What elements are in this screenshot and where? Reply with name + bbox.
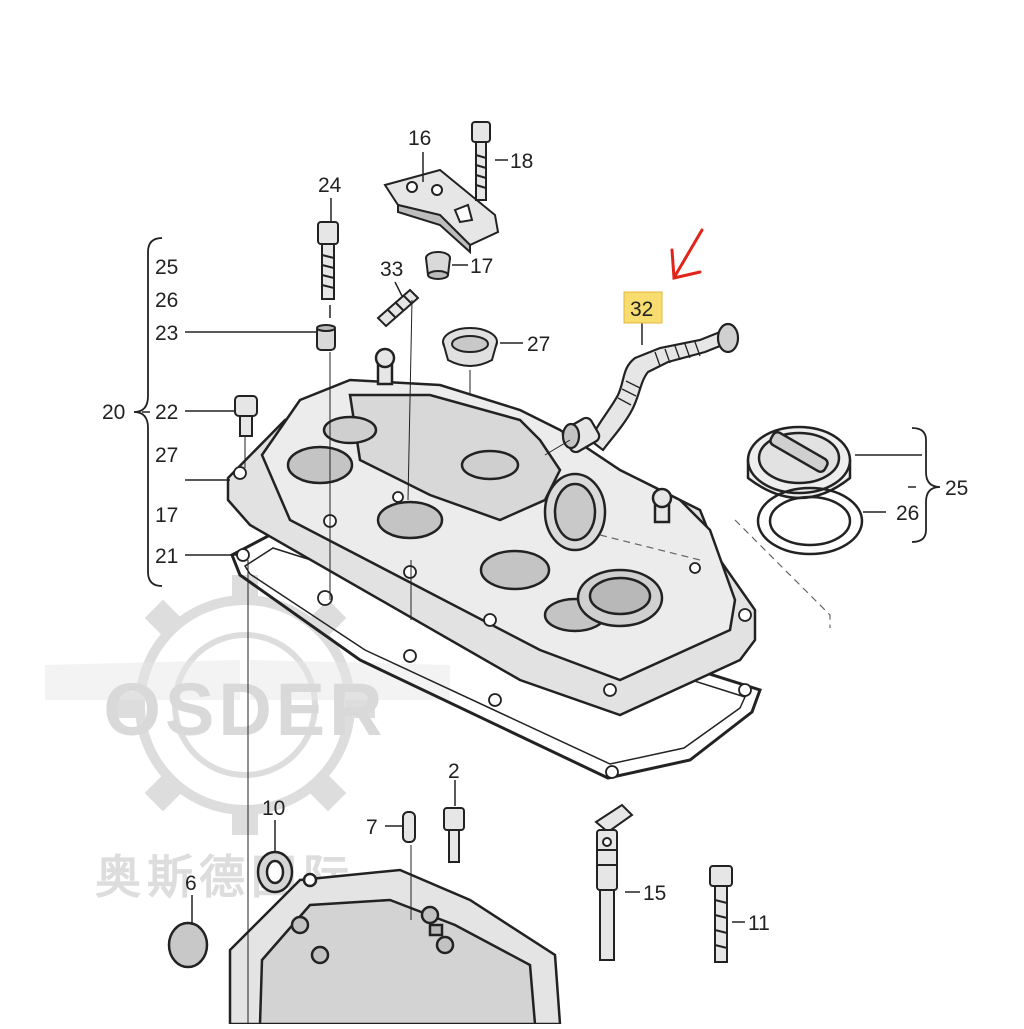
callout-25-right: 25 <box>945 477 968 500</box>
callout-15: 15 <box>643 882 666 905</box>
seal-part-27 <box>442 327 498 367</box>
grommet-part-17 <box>425 251 451 280</box>
callout-labels: 16 18 24 17 33 32 27 25 26 23 20 22 27 1… <box>102 127 968 935</box>
callout-7: 7 <box>366 816 378 839</box>
bolt-part-18 <box>471 121 491 201</box>
red-arrow-icon <box>670 228 704 280</box>
callout-23: 23 <box>155 322 178 345</box>
callout-17-top: 17 <box>470 255 493 278</box>
callout-2: 2 <box>448 760 460 783</box>
bracket-part-16 <box>383 168 500 255</box>
callout-25-left: 25 <box>155 256 178 279</box>
leader-lines <box>185 152 922 1024</box>
callout-26-left: 26 <box>155 289 178 312</box>
callout-26-right: 26 <box>896 502 919 525</box>
group-brace-left <box>133 237 163 587</box>
valve-cover-main <box>226 347 762 780</box>
bolt-part-24 <box>317 221 339 300</box>
stud-part-22 <box>234 395 258 437</box>
plug-part-6 <box>167 921 209 969</box>
callout-27-left: 27 <box>155 444 178 467</box>
bolt-part-2 <box>443 807 465 863</box>
callout-24: 24 <box>318 174 342 197</box>
breather-hose-part-32 <box>561 322 740 454</box>
pin-part-7 <box>402 811 416 843</box>
assembly-dashed-line <box>599 519 831 628</box>
oil-cap-part-25 <box>746 425 852 500</box>
callout-16: 16 <box>408 127 431 150</box>
callout-6: 6 <box>185 872 197 895</box>
watermark-brand: OSDER <box>103 668 386 751</box>
callout-17-left: 17 <box>155 504 178 527</box>
callout-27-right: 27 <box>527 333 550 356</box>
callout-32: 32 <box>630 298 653 321</box>
callout-22: 22 <box>155 401 178 424</box>
watermark-gear-icon <box>135 595 355 815</box>
seal-part-10 <box>256 850 294 894</box>
injector-part-15 <box>594 803 634 961</box>
highlight-box-32 <box>623 291 663 324</box>
cylinder-head-part <box>228 868 562 1026</box>
callout-33: 33 <box>380 258 403 281</box>
pin-part-33 <box>376 288 420 328</box>
callout-18: 18 <box>510 150 533 173</box>
bolt-part-11 <box>709 865 733 963</box>
callout-21: 21 <box>155 545 178 568</box>
seal-ring-part-26 <box>756 486 864 556</box>
callout-10: 10 <box>262 797 285 820</box>
group-brace-right <box>911 427 941 543</box>
label-dashes <box>142 411 916 488</box>
callout-20: 20 <box>102 401 125 424</box>
spacer-part-23 <box>316 324 336 351</box>
callout-11: 11 <box>748 912 770 935</box>
